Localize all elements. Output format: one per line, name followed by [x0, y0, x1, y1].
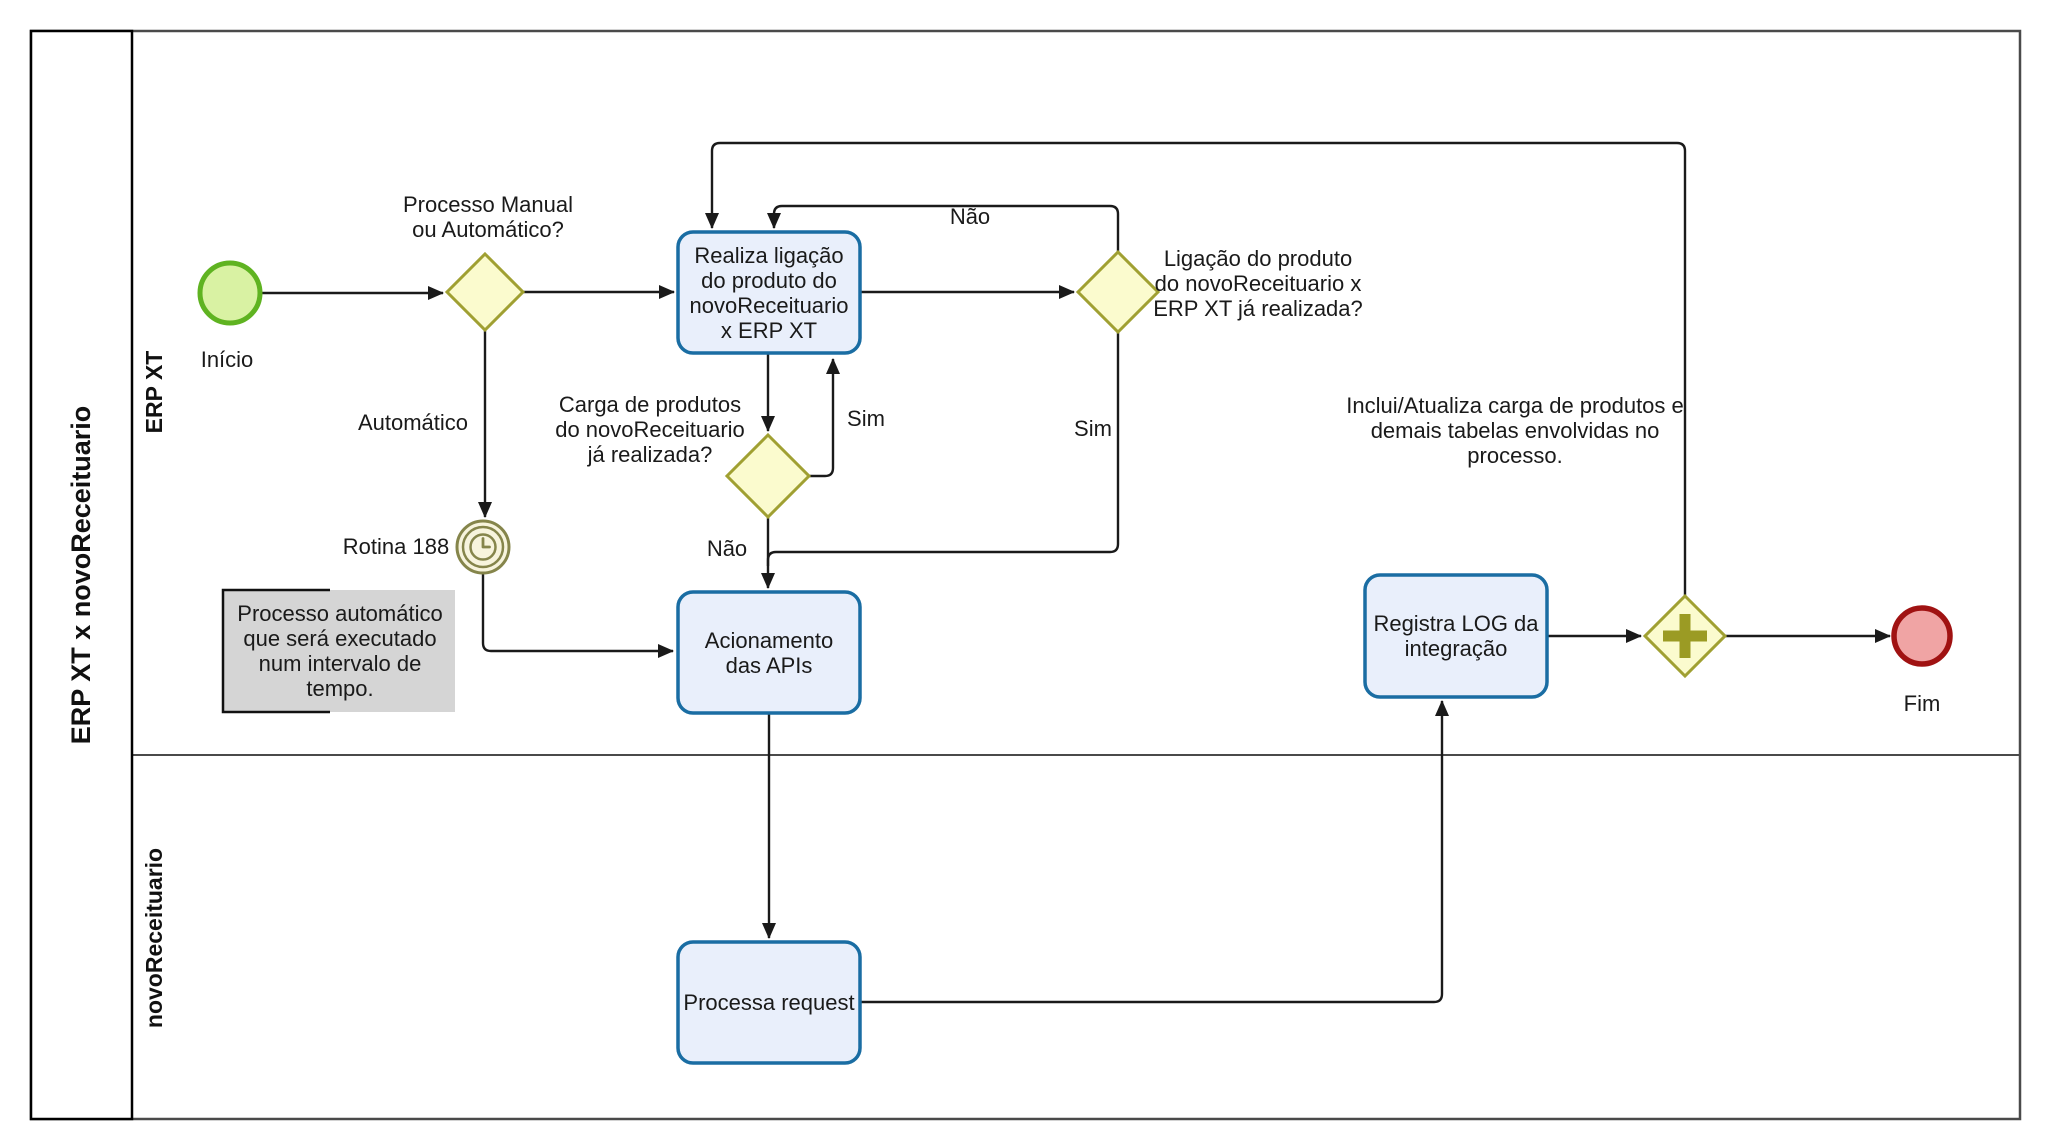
task-shape[interactable] — [676, 590, 862, 715]
timer-event[interactable]: Rotina 188 — [343, 519, 511, 575]
annotation-line1: Inclui/Atualiza carga de produtos e — [1346, 393, 1684, 418]
pool-frame — [29, 29, 2022, 1121]
clock-hands-icon — [481, 537, 491, 549]
edge-label-sim: Sim — [1074, 416, 1112, 441]
exclusive-gateway-shape[interactable] — [724, 432, 812, 520]
task-text: Realiza ligação — [694, 243, 843, 268]
edge-label-nao: Não — [950, 204, 990, 229]
text-annotation-inclui: Inclui/Atualiza carga de produtos e dema… — [1346, 393, 1684, 468]
flow-sim-ligacao-merge — [766, 332, 1120, 566]
gateway-ligacao-realizada[interactable]: Ligação do produto do novoReceituario x … — [1075, 246, 1363, 335]
task-processa-request[interactable]: Processa request — [676, 940, 862, 1065]
annotation-bracket — [221, 588, 330, 714]
edge-label-automatico: Automático — [358, 410, 468, 435]
end-event-circle[interactable] — [1891, 605, 1953, 667]
task-text: das APIs — [726, 653, 813, 678]
task-realiza-ligacao[interactable]: Realiza ligação do produto do novoReceit… — [676, 230, 862, 355]
note-line4: tempo. — [306, 676, 373, 701]
note-line2: que será executado — [243, 626, 436, 651]
start-event-circle[interactable] — [197, 260, 263, 326]
end-event[interactable]: Fim — [1891, 605, 1953, 716]
clock-icon — [469, 533, 497, 561]
gateway-carga-realizada[interactable]: Carga de produtos do novoReceituario já … — [555, 392, 812, 520]
flow-parallel-loop-to-task-ligacao — [705, 141, 1687, 596]
gateway-question-line1: Carga de produtos — [559, 392, 741, 417]
parallel-gateway[interactable] — [1642, 593, 1728, 679]
annotation-line3: processo. — [1467, 443, 1562, 468]
task-shape[interactable] — [676, 230, 862, 355]
note-line3: num intervalo de — [259, 651, 422, 676]
start-event[interactable]: Início — [197, 260, 263, 372]
pool-title: ERP XT x novoReceituario — [66, 406, 96, 745]
gateway-question-line2: ou Automático? — [412, 217, 564, 242]
task-text: integração — [1405, 636, 1508, 661]
exclusive-gateway-shape[interactable] — [1075, 249, 1161, 335]
edge-labels: Automático Não Sim Sim Não — [358, 204, 1112, 561]
gateway-question-line1: Processo Manual — [403, 192, 573, 217]
task-text: Acionamento — [705, 628, 833, 653]
flow-sim-carga-to-task-ligacao — [809, 358, 840, 478]
note-box — [223, 590, 455, 712]
timer-label: Rotina 188 — [343, 534, 449, 559]
edge-label-sim: Sim — [847, 406, 885, 431]
task-shape[interactable] — [676, 940, 862, 1065]
task-acionamento-apis[interactable]: Acionamento das APIs — [676, 590, 862, 715]
gateway-question-line2: do novoReceituario — [555, 417, 745, 442]
note-annotation: Processo automático que será executado n… — [221, 588, 455, 714]
task-text: x ERP XT — [721, 318, 817, 343]
flow-timer-to-task-apis — [481, 574, 674, 658]
task-text: novoReceituario — [690, 293, 849, 318]
gateway-question-line2: do novoReceituario x — [1155, 271, 1362, 296]
lane-title-novoreceituario: novoReceituario — [141, 848, 167, 1028]
annotation-line2: demais tabelas envolvidas no — [1371, 418, 1660, 443]
gateway-question-line3: já realizada? — [587, 442, 713, 467]
task-text: do produto do — [701, 268, 837, 293]
pool: ERP XT x novoReceituario ERP XT novoRece… — [29, 29, 2022, 1121]
task-text: Registra LOG da — [1373, 611, 1539, 636]
gateway-question-line3: ERP XT já realizada? — [1153, 296, 1363, 321]
gateway-question-line1: Ligação do produto — [1164, 246, 1352, 271]
start-event-label: Início — [201, 347, 254, 372]
note-line1: Processo automático — [237, 601, 442, 626]
flow-task-request-to-task-log — [860, 700, 1449, 1004]
task-shape[interactable] — [1363, 573, 1549, 699]
gateway-manual-automatico[interactable]: Processo Manual ou Automático? — [403, 192, 573, 333]
plus-icon — [1679, 614, 1691, 658]
lane-title-erp-xt: ERP XT — [141, 351, 167, 434]
end-event-label: Fim — [1904, 691, 1941, 716]
task-registra-log[interactable]: Registra LOG da integração — [1363, 573, 1549, 699]
exclusive-gateway-shape[interactable] — [444, 251, 526, 333]
pool-title-band — [29, 29, 134, 1121]
edge-label-nao: Não — [707, 536, 747, 561]
timer-inner-ring — [461, 525, 505, 569]
flow-nao-loop-to-task-ligacao — [767, 204, 1120, 252]
task-text: Processa request — [683, 990, 854, 1015]
sequence-flows — [260, 141, 1891, 1004]
